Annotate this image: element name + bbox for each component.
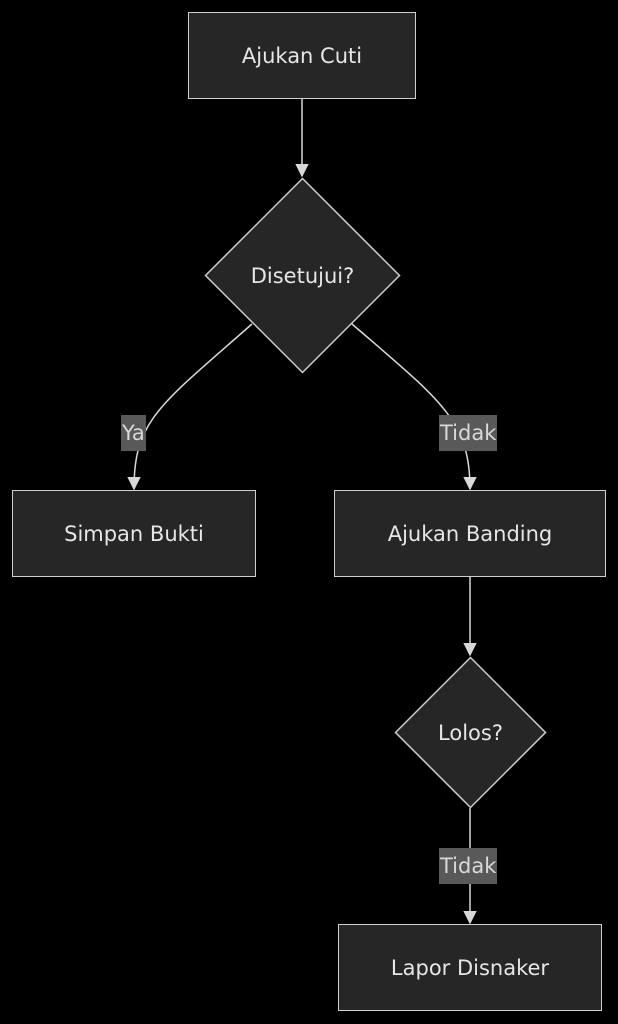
node-simpan-bukti-label: Simpan Bukti xyxy=(64,521,204,546)
edge-label-tidak-1: Tidak xyxy=(439,415,498,451)
decision-disetujui: Disetujui? xyxy=(204,177,401,374)
node-ajukan-cuti: Ajukan Cuti xyxy=(188,12,416,99)
decision-lolos-shape xyxy=(394,656,547,809)
decision-lolos-label: Lolos? xyxy=(438,720,503,745)
edge-disetujui-to-simpan-bukti xyxy=(127,323,253,491)
edge-disetujui-to-ajukan-banding xyxy=(351,323,477,491)
edge-label-tidak-2: Tidak xyxy=(439,848,498,884)
edge-label-ya: Ya xyxy=(121,415,146,451)
node-ajukan-banding: Ajukan Banding xyxy=(334,490,606,577)
decision-disetujui-label: Disetujui? xyxy=(250,263,355,288)
node-lapor-disnaker-label: Lapor Disnaker xyxy=(390,955,550,980)
node-ajukan-cuti-label: Ajukan Cuti xyxy=(241,43,363,68)
decision-disetujui-shape xyxy=(204,177,401,374)
node-simpan-bukti: Simpan Bukti xyxy=(12,490,256,577)
node-lapor-disnaker: Lapor Disnaker xyxy=(338,924,602,1011)
node-ajukan-banding-label: Ajukan Banding xyxy=(387,521,553,546)
decision-lolos: Lolos? xyxy=(394,656,547,809)
